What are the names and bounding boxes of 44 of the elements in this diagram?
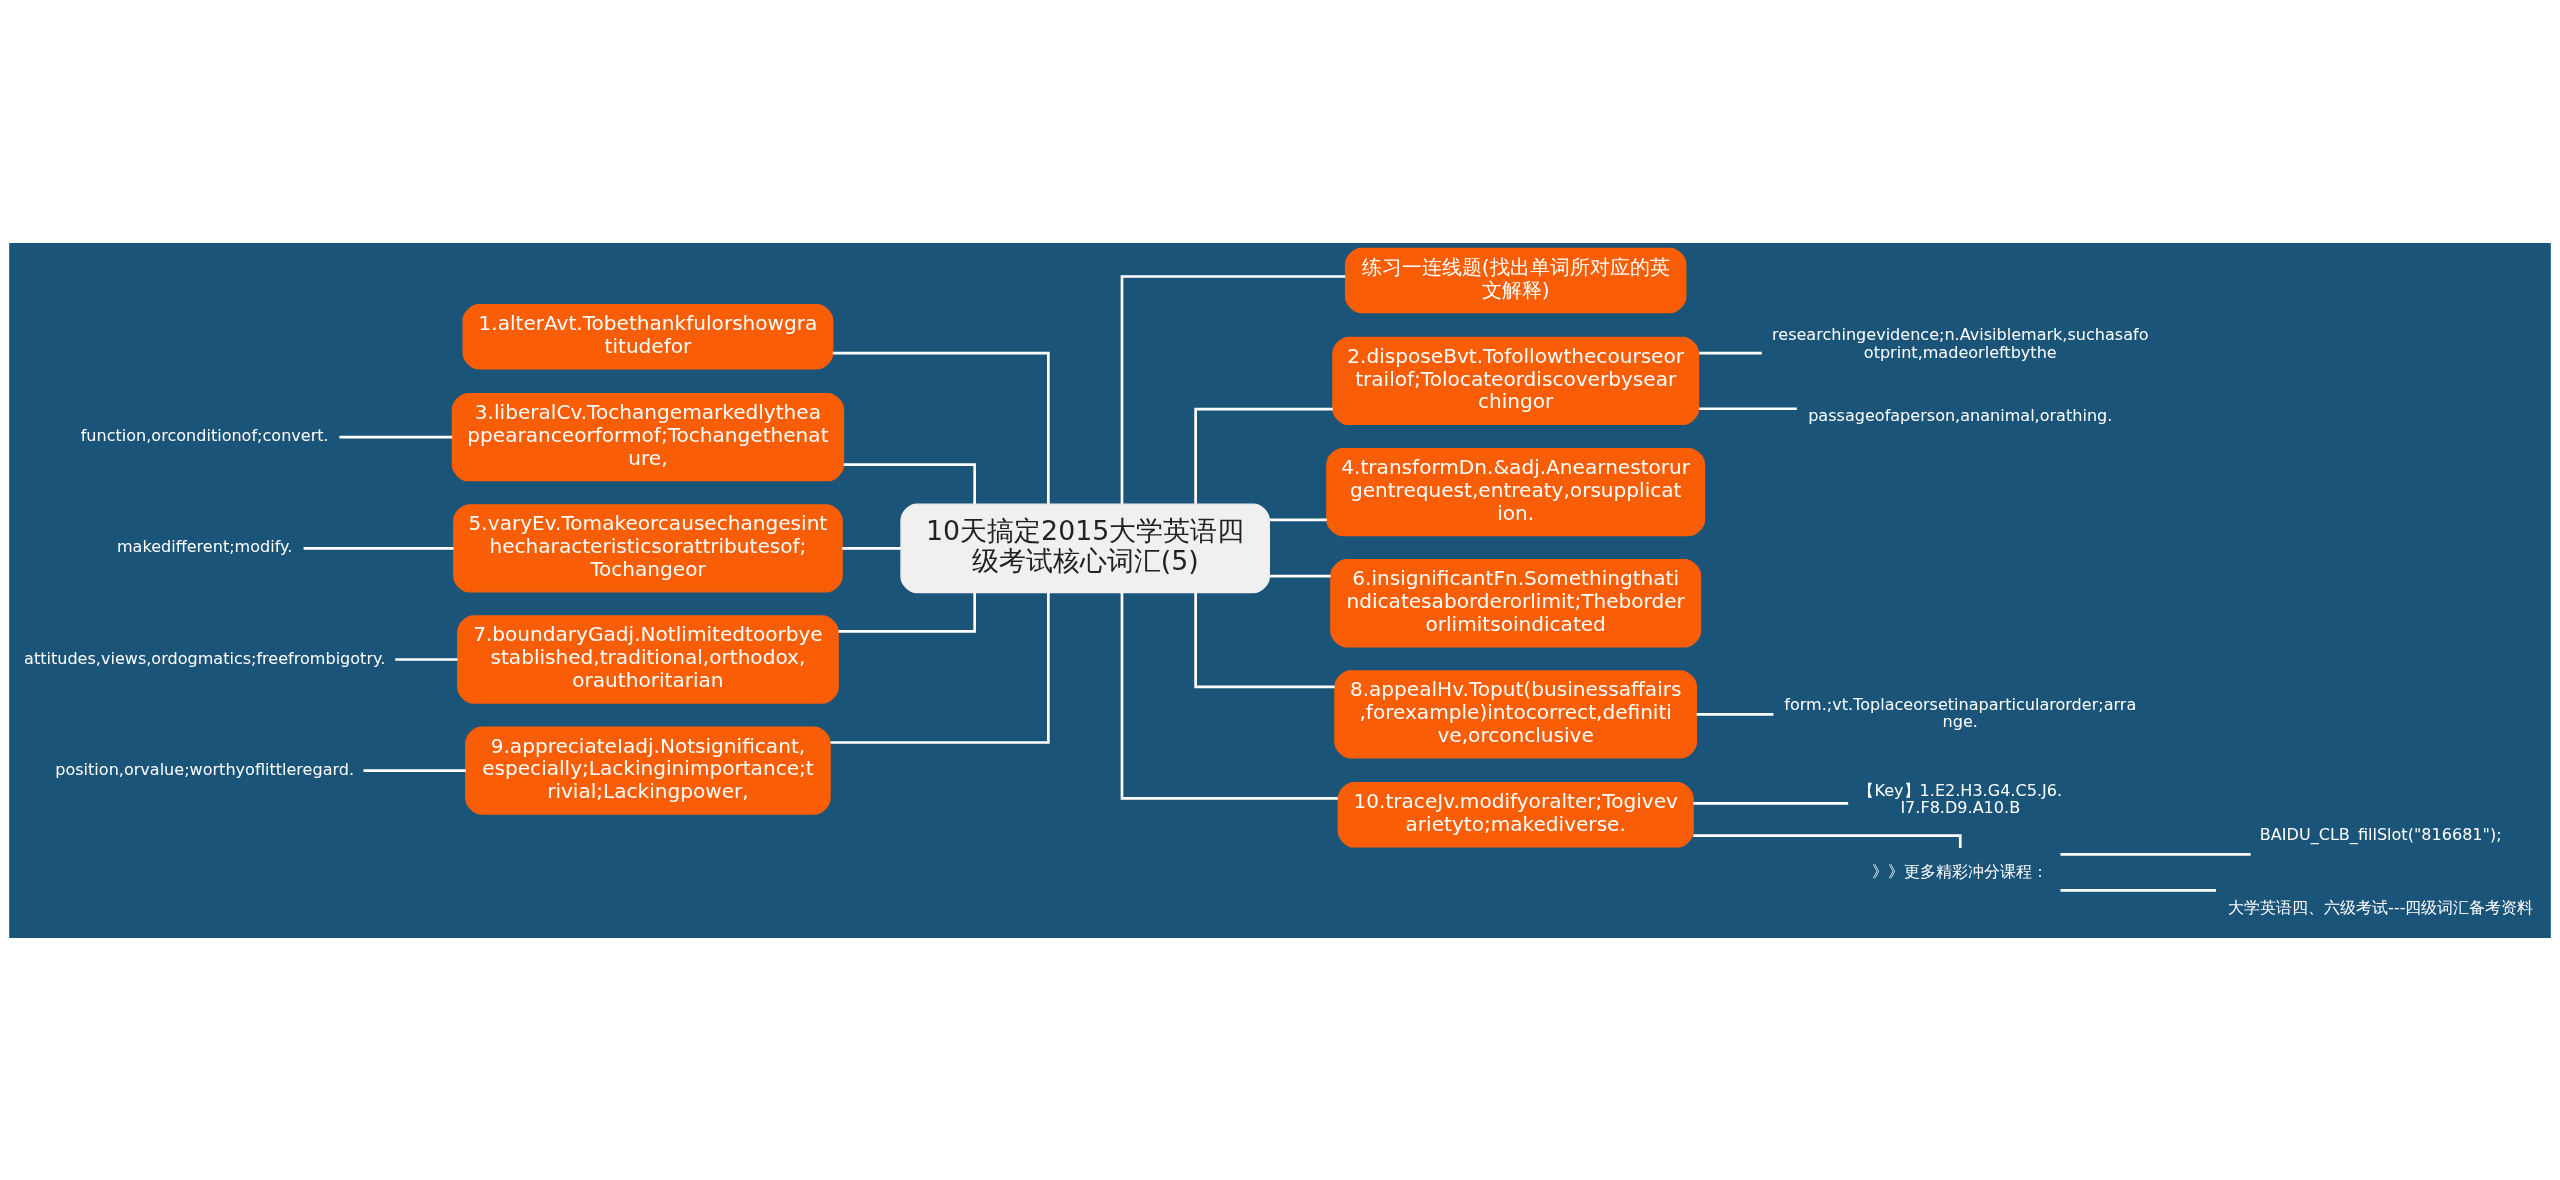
node-box: 4.transformDn.&adj.Anearnestorurgentrequest,entreaty,orsupplication. [1326, 447, 1706, 536]
node-text: researchingevidence;n.Avisiblemark,suchasafootprint,madeorleftbythe [1772, 324, 2149, 362]
connector [830, 592, 1050, 744]
node-box: 10天搞定2015大学英语四级考试核心词汇(5) [900, 502, 1270, 593]
connector [1693, 801, 1849, 805]
connector [363, 768, 466, 772]
connector [2060, 852, 2251, 856]
connector [838, 592, 976, 633]
connector [843, 462, 976, 504]
connector [1269, 574, 1331, 577]
node-box: 练习一连线题(找出单词所对应的英文解释) [1344, 247, 1687, 313]
node-box: 8.appealHv.Toput(businessaffairs,forexample)intocorrect,definitive,orconclusive [1334, 669, 1698, 759]
connector [1269, 518, 1327, 521]
node-text: 【Key】1.E2.H3.G4.C5.J6.I7.F8.D9.A10.B [1858, 780, 2063, 817]
connector [1194, 407, 1333, 504]
node-text: passageofaperson,ananimal,orathing. [1808, 405, 2113, 425]
node-box: 6.insignificantFn.Somethingthatindicatesaborderorlimit;Theborderorlimitsoindicated [1330, 558, 1702, 647]
node-box: 2.disposeBvt.Tofollowthecourseortrailof;Tolocateordiscoverbysearchingor [1332, 336, 1700, 425]
node-box: 7.boundaryGadj.Notlimitedtoorbyestablished,traditional,orthodox,orauthoritarian [457, 614, 839, 704]
node-box: 1.alterAvt.Tobethankfulorshowgratitudefor [462, 303, 834, 370]
node-text: 》》更多精彩冲分课程： [1872, 861, 2049, 881]
node-text: makedifferent;modify. [117, 536, 293, 556]
connector [1120, 274, 1346, 504]
node-box: 9.appreciateIadj.Notsignificant,especially;Lackinginimportance;trivial;Lackingpower, [465, 725, 831, 815]
connector [1194, 592, 1335, 688]
connector [2060, 888, 2217, 892]
connector [395, 657, 458, 661]
node-text: form.;vt.Toplaceorsetinaparticularorder;arrange. [1784, 694, 2137, 731]
connector [303, 546, 454, 550]
node-box: 5.varyEv.Tomakeorcausechangesinthecharacteristicsorattributesof;Tochangeor [453, 503, 843, 592]
node-text: BAIDU_CLB_fillSlot("816681"); [2259, 824, 2502, 844]
node-text: function,orconditionof;convert. [80, 425, 329, 445]
connector [339, 435, 453, 438]
node-text: position,orvalue;worthyoflittleregard. [55, 759, 355, 779]
connector [1120, 592, 1338, 800]
connector [1699, 406, 1797, 410]
connector [842, 546, 901, 550]
connector [1699, 351, 1762, 354]
node-text: attitudes,views,ordogmatics;freefrombigotry. [24, 648, 386, 668]
connector [832, 351, 1050, 504]
node-text: 大学英语四、六级考试---四级词汇备考资料 [2228, 897, 2534, 917]
node-box: 10.traceJv.modifyoralter;Togivevarietyto;makediverse. [1337, 781, 1694, 848]
node-box: 3.liberalCv.Tochangemarkedlytheappearanceorformof;Tochangethenature, [451, 392, 845, 481]
connector [1696, 712, 1774, 716]
